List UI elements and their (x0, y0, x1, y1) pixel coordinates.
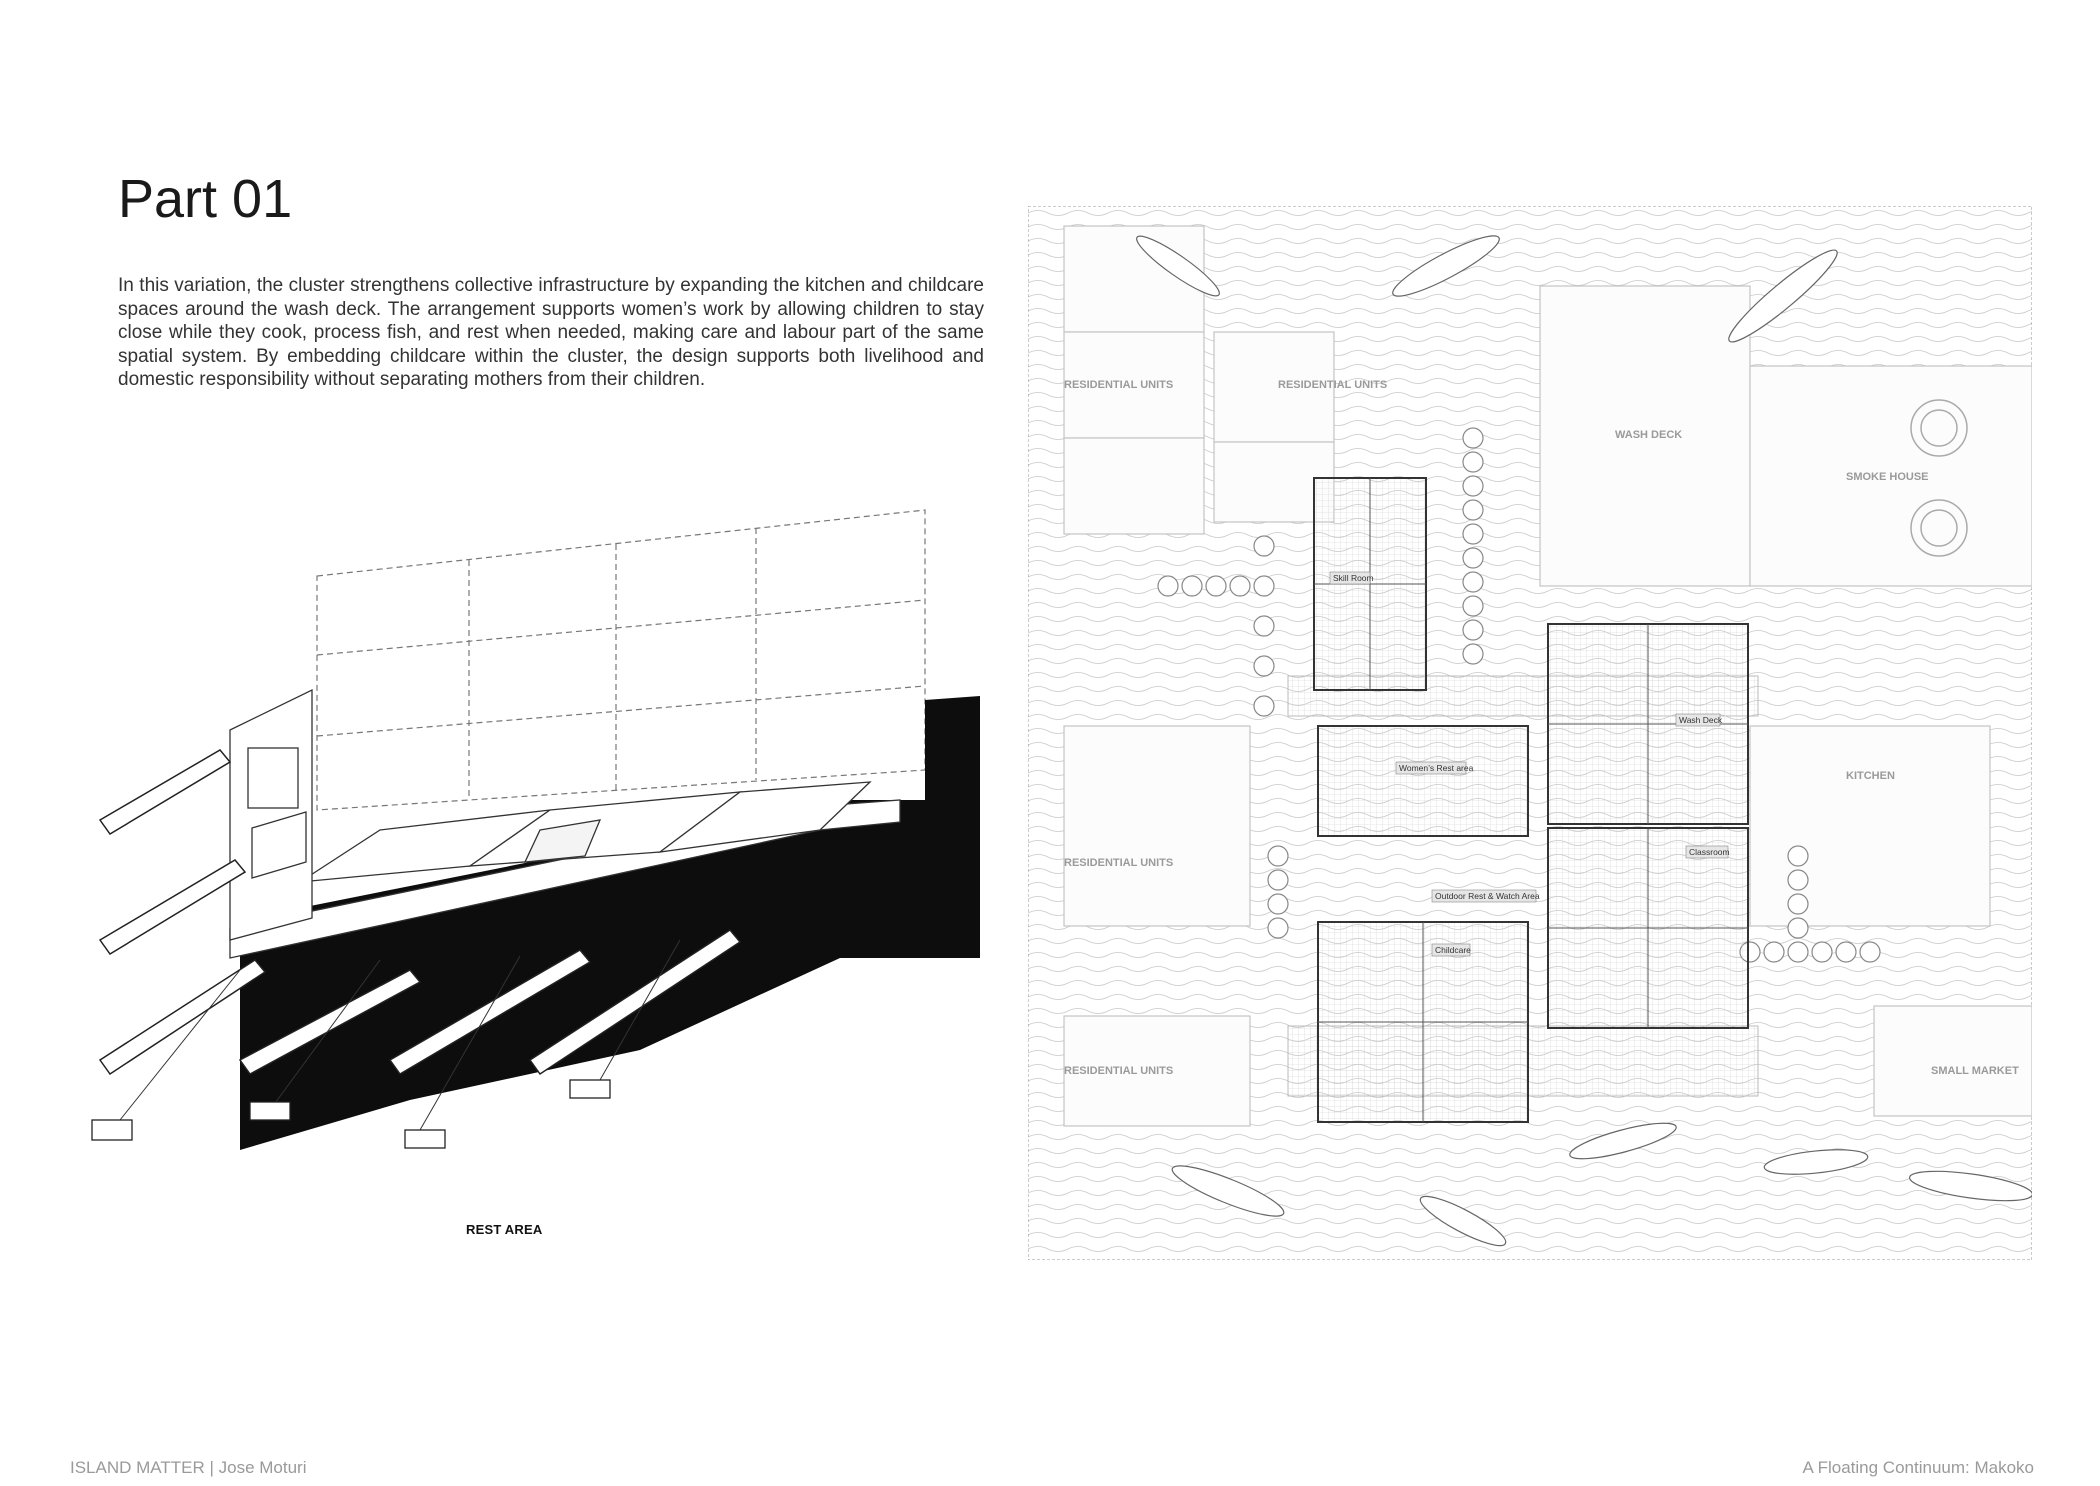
label-small-market: SMALL MARKET (1931, 1065, 2019, 1077)
label-residential-units-2: RESIDENTIAL UNITS (1278, 379, 1387, 391)
footer-right: A Floating Continuum: Makoko (1802, 1458, 2034, 1477)
label-wash-deck: WASH DECK (1615, 429, 1682, 441)
room-tags: Skill Room Wash Deck Women’s Rest area C… (1329, 571, 1730, 957)
label-smoke-house: SMOKE HOUSE (1846, 471, 1929, 483)
label-residential-units-1: RESIDENTIAL UNITS (1064, 379, 1173, 391)
label-residential-units-3: RESIDENTIAL UNITS (1064, 857, 1173, 869)
tag-womens-rest-area: Women’s Rest area (1399, 763, 1474, 773)
tag-outdoor-rest-watch-area: Outdoor Rest & Watch Area (1435, 891, 1540, 901)
dashed-canopy (316, 509, 926, 811)
axonometric-drawing (91, 509, 980, 1150)
surrounding-units (1063, 225, 2032, 1127)
deck-platform (229, 781, 901, 959)
page-title: Part 01 (118, 169, 293, 229)
piles (98, 749, 742, 1076)
intro-paragraph: In this variation, the cluster strengthe… (118, 275, 984, 390)
side-panel (229, 688, 313, 941)
site-plan: RESIDENTIAL UNITS RESIDENTIAL UNITS RESI… (1028, 206, 2032, 1260)
anchor-blocks (91, 1079, 611, 1149)
axonometric-caption: REST AREA (466, 1222, 543, 1237)
footer-left: ISLAND MATTER | Jose Moturi (70, 1458, 307, 1477)
boats (1136, 235, 2032, 1247)
tag-wash-deck: Wash Deck (1679, 715, 1723, 725)
barrel-floats (1157, 427, 1881, 963)
label-residential-units-4: RESIDENTIAL UNITS (1064, 1065, 1173, 1077)
label-kitchen: KITCHEN (1846, 770, 1895, 782)
tag-skill-room: Skill Room (1333, 573, 1374, 583)
tag-childcare: Childcare (1435, 945, 1471, 955)
tag-classroom: Classroom (1689, 847, 1730, 857)
smoke-drums (1910, 399, 1968, 557)
anchor-lines (119, 939, 681, 1131)
